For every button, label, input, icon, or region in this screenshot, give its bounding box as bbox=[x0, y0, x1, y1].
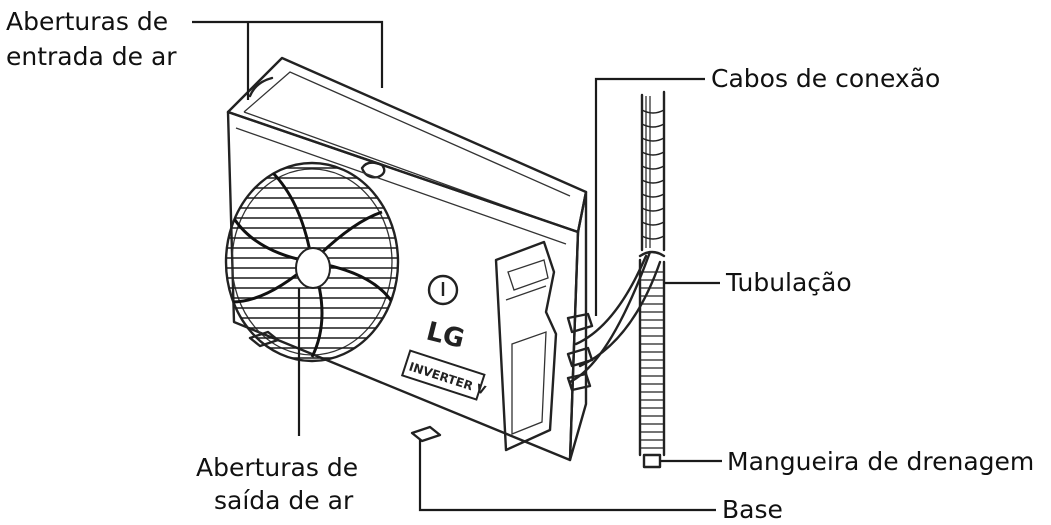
label-piping: Tubulação bbox=[726, 268, 852, 297]
fan-grille bbox=[224, 161, 400, 363]
piping-bundle bbox=[568, 90, 666, 469]
valve-cover bbox=[494, 240, 558, 452]
label-air-outlet-line2: saída de ar bbox=[214, 486, 354, 515]
unit-top-face bbox=[226, 56, 588, 234]
fan-hub bbox=[295, 247, 331, 289]
foot-front bbox=[410, 425, 442, 443]
label-drain-hose: Mangueira de drenagem bbox=[727, 447, 1035, 476]
label-base: Base bbox=[722, 495, 783, 524]
label-air-inlet-line1: Aberturas de bbox=[6, 7, 169, 36]
label-air-outlet-line1: Aberturas de bbox=[196, 453, 359, 482]
leader-lines bbox=[192, 20, 722, 512]
label-air-inlet-line2: entrada de ar bbox=[6, 42, 177, 71]
leader-air-inlet bbox=[192, 20, 384, 88]
label-connection-cables: Cabos de conexão bbox=[711, 64, 941, 93]
lg-logo: LG bbox=[423, 274, 467, 355]
leader-connection-cables bbox=[594, 77, 705, 316]
outdoor-unit: LG INVERTER V bbox=[224, 56, 594, 462]
foot-left bbox=[248, 330, 280, 348]
leader-base bbox=[418, 440, 716, 512]
inverter-badge: INVERTER V bbox=[400, 349, 488, 401]
lg-logo-text: LG bbox=[423, 317, 467, 355]
unit-side-face bbox=[568, 190, 588, 462]
pipe-connectors bbox=[566, 312, 594, 392]
top-handle bbox=[360, 161, 386, 179]
